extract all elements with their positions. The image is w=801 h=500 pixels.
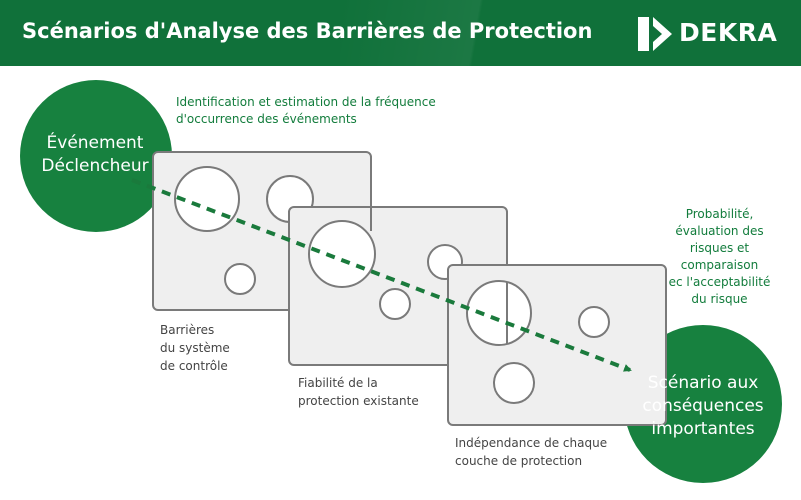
barrier-hole — [224, 263, 256, 295]
barrier-label-line: Barrières — [160, 323, 215, 337]
logo-text: DEKRA — [679, 18, 778, 47]
barrier-label-line: Fiabilité de la — [298, 376, 378, 390]
trigger-event-line: Événement — [46, 133, 144, 153]
barrier-hole — [379, 288, 411, 320]
note-line: du risque — [691, 292, 748, 306]
scenario-path-arrow — [131, 178, 632, 372]
trigger-event-node — [20, 80, 172, 232]
dekra-mark-icon — [638, 17, 672, 51]
outcome-scenario-line: conséquences — [642, 396, 764, 416]
trigger-event-line: Déclencheur — [41, 156, 149, 176]
barrier-3-label: Indépendance de chaque couche de protect… — [455, 434, 635, 470]
note-line: Probabilité, — [685, 207, 754, 221]
barrier-2-label: Fiabilité de la protection existante — [298, 374, 458, 410]
barrier-hole — [493, 362, 535, 404]
barrier-label-line: couche de protection — [455, 454, 583, 468]
barrier-label-line: du système — [160, 341, 230, 355]
note-line: risques et — [689, 241, 750, 255]
dekra-logo: DEKRA — [636, 14, 786, 54]
barrier-label-line: de contrôle — [160, 359, 228, 373]
barrier-label-line: Indépendance de chaque — [455, 436, 608, 450]
outcome-scenario-label: Scénario aux conséquences importantes — [628, 372, 778, 441]
note-line: Identification et estimation de la fréqu… — [176, 95, 436, 109]
barrier-1-label: Barrières du système de contrôle — [160, 321, 280, 375]
page-title: Scénarios d'Analyse des Barrières de Pro… — [22, 19, 593, 43]
hole-overlaps — [370, 199, 508, 344]
header-bar: Scénarios d'Analyse des Barrières de Pro… — [0, 0, 801, 66]
header-highlight — [340, 0, 640, 66]
barrier-panel-3 — [447, 264, 667, 426]
trigger-event-label: Événement Déclencheur — [30, 132, 160, 178]
note-line: ec l'acceptabilité — [668, 275, 771, 289]
barrier-hole — [578, 306, 610, 338]
note-line: d'occurrence des événements — [176, 112, 357, 126]
barrier-hole — [308, 220, 376, 288]
note-line: évaluation des — [675, 224, 764, 238]
note-line: comparaison — [680, 258, 759, 272]
outcome-scenario-line: importantes — [651, 419, 755, 439]
frequency-note: Identification et estimation de la fréqu… — [176, 94, 496, 128]
barrier-label-line: protection existante — [298, 394, 419, 408]
barrier-hole — [466, 280, 532, 346]
risk-note: Probabilité, évaluation des risques et c… — [652, 206, 787, 308]
outcome-scenario-line: Scénario aux — [647, 373, 759, 393]
